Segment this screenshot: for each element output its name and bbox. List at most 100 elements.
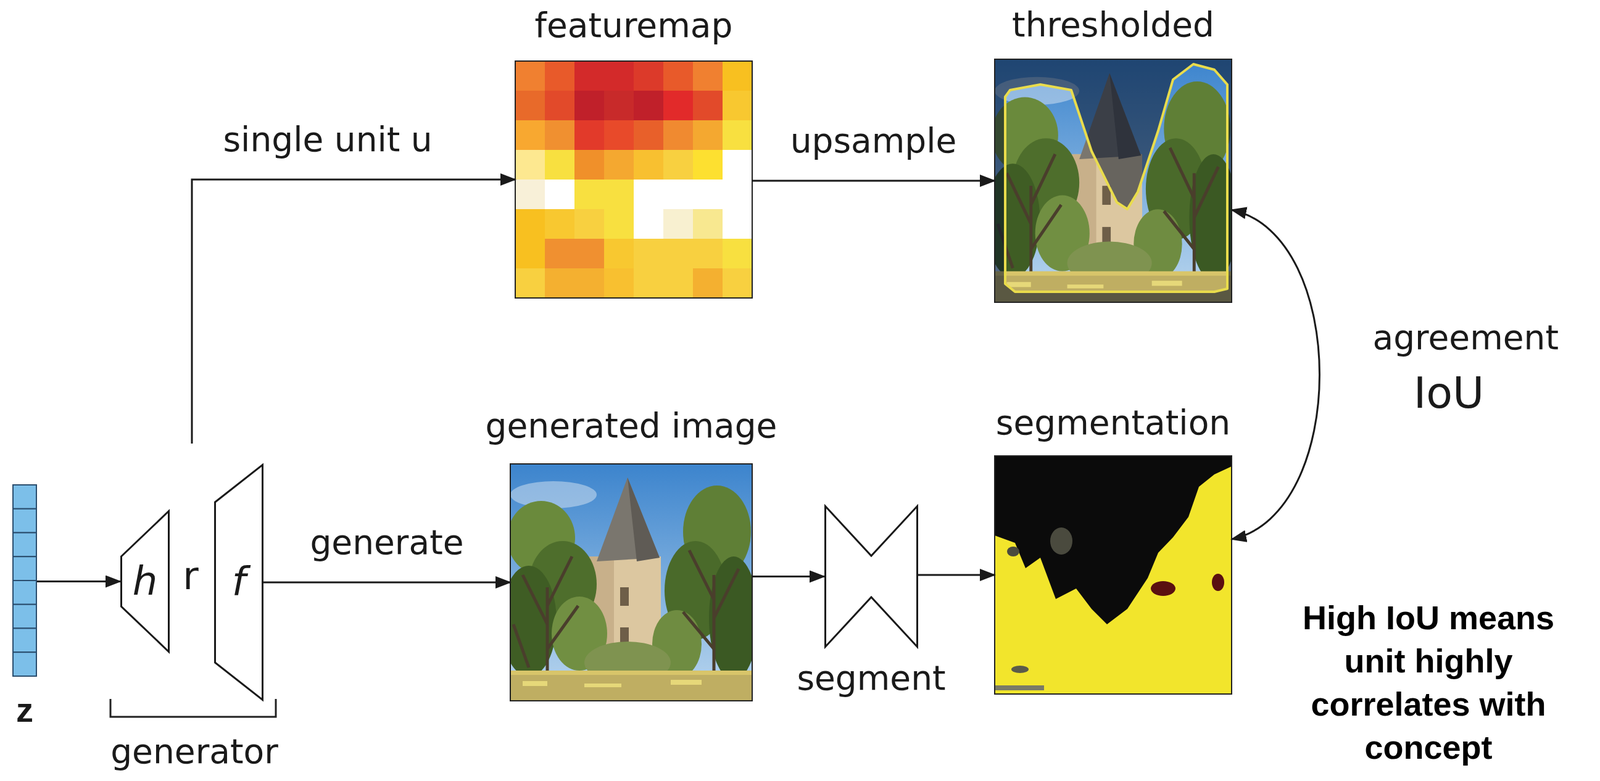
heatmap-cell xyxy=(663,238,694,270)
segment-region xyxy=(1050,527,1073,555)
segmentation-network: segment xyxy=(824,505,919,648)
segment-region xyxy=(994,455,1232,625)
heatmap-cell xyxy=(574,268,605,299)
block-shape xyxy=(121,511,170,653)
threshold-contour xyxy=(1005,64,1228,292)
heatmap-cell xyxy=(722,90,753,121)
heatmap-cell xyxy=(574,90,605,121)
heatmap-cell xyxy=(692,90,724,121)
vector-cell xyxy=(12,533,37,558)
segment-region xyxy=(1211,573,1225,592)
heatmap-cell xyxy=(515,149,546,181)
edge-label: agreement xyxy=(1369,318,1563,358)
heatmap-cell xyxy=(544,61,576,92)
heatmap-cell xyxy=(722,268,753,299)
image-frame xyxy=(994,59,1232,303)
generator-group: generator h f xyxy=(107,443,281,772)
heatmap-cell xyxy=(663,61,694,92)
heatmap-cell xyxy=(604,238,635,270)
heatmap-cell xyxy=(544,238,576,270)
note-text: High IoU means unit highly correlates wi… xyxy=(1274,596,1583,769)
heatmap-cell xyxy=(574,120,605,151)
vector-cell xyxy=(12,604,37,629)
node-label: generated image xyxy=(485,406,778,446)
heatmap-cell xyxy=(604,90,635,121)
segmentation-picture xyxy=(994,455,1232,695)
heatmap-cell xyxy=(604,209,635,240)
heatmap-cell xyxy=(663,90,694,121)
node-label: h xyxy=(132,559,158,605)
heatmap-cell xyxy=(722,149,753,181)
node-label: segmentation xyxy=(995,403,1231,443)
arrow-connector xyxy=(1231,209,1320,540)
arrow-connector xyxy=(752,180,995,183)
vector-cell xyxy=(12,509,37,534)
heatmap-cell xyxy=(663,268,694,299)
input-vector-outline xyxy=(12,484,38,676)
heatmap-cell xyxy=(515,268,546,299)
image-frame xyxy=(994,455,1232,695)
heatmap-cell xyxy=(692,120,724,151)
thresholded-image: thresholded xyxy=(994,59,1232,303)
heatmap-cell xyxy=(692,179,724,210)
heatmap-cell xyxy=(692,149,724,181)
segment-region xyxy=(994,455,1232,695)
block-shape xyxy=(825,506,918,648)
heatmap-cell xyxy=(574,149,605,181)
heatmap-cell xyxy=(544,268,576,299)
heatmap-cell xyxy=(574,238,605,270)
arrow-connector xyxy=(918,574,995,577)
vector-cell xyxy=(12,484,37,510)
heatmap-cell xyxy=(663,149,694,181)
heatmap-cell xyxy=(544,149,576,181)
segment-region xyxy=(1007,546,1020,557)
node-label: generator xyxy=(110,732,279,772)
heatmap-cell xyxy=(692,268,724,299)
heatmap-cell xyxy=(633,179,664,210)
segment-region xyxy=(1011,665,1029,674)
layer-label: r xyxy=(182,554,199,598)
heatmap-cell xyxy=(574,209,605,240)
segment-region xyxy=(1150,581,1176,597)
heatmap-cell xyxy=(633,90,664,121)
heatmap-cell xyxy=(604,179,635,210)
heatmap-cell xyxy=(515,120,546,151)
edge-label: upsample xyxy=(786,121,961,161)
node-label: featuremap xyxy=(534,6,734,46)
heatmap-cell xyxy=(633,149,664,181)
heatmap-cell xyxy=(604,268,635,299)
heatmap-cell xyxy=(515,90,546,121)
heatmap-cell xyxy=(692,61,724,92)
heatmap xyxy=(515,61,753,299)
heatmap-cell xyxy=(515,238,546,270)
metric-label: IoU xyxy=(1413,368,1485,419)
network-block: h xyxy=(120,510,170,653)
edge-label: generate xyxy=(306,523,468,563)
edge-label: single unit u xyxy=(219,120,436,160)
heatmap-cell xyxy=(633,120,664,151)
arrow-connector xyxy=(191,179,516,444)
vector-cell xyxy=(12,652,37,677)
heatmap-cell xyxy=(722,120,753,151)
heatmap-cell xyxy=(515,61,546,92)
scene xyxy=(985,59,1238,303)
heatmap-cell xyxy=(604,61,635,92)
vector-cell xyxy=(12,628,37,653)
vector-cell xyxy=(12,580,37,605)
heatmap-cell xyxy=(633,209,664,240)
heatmap-cell xyxy=(692,238,724,270)
segment-region xyxy=(994,685,1045,691)
segmentation-network-outline xyxy=(824,505,919,648)
node-label: f xyxy=(232,559,247,606)
heatmap-cell xyxy=(663,209,694,240)
generator-bracket xyxy=(110,699,276,718)
network-block: f xyxy=(214,464,264,701)
heatmap-cell xyxy=(544,209,576,240)
node-label: segment xyxy=(796,659,946,698)
scene xyxy=(501,464,759,701)
heatmap-cell xyxy=(663,120,694,151)
heatmap-cell xyxy=(515,209,546,240)
node-label: z xyxy=(16,690,34,730)
feature-map: featuremap xyxy=(515,61,753,299)
heatmap-cell xyxy=(604,120,635,151)
